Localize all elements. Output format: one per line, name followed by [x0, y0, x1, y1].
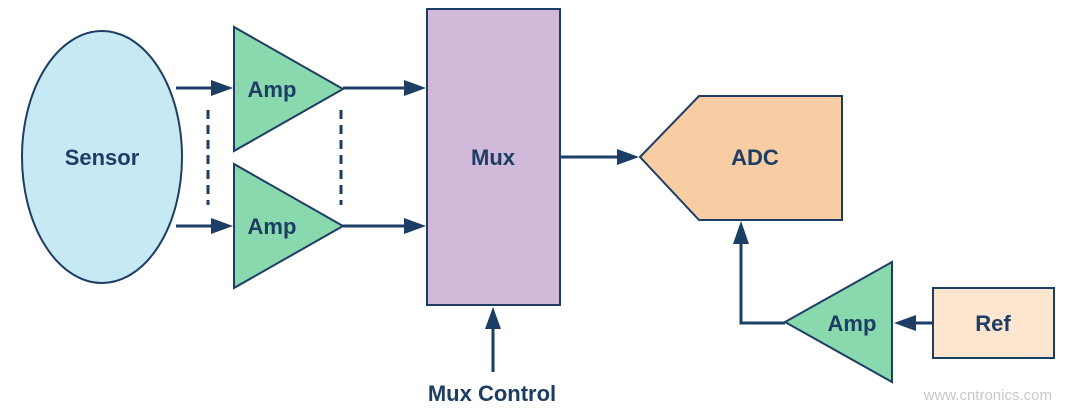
- mux-control-arrowhead: [485, 307, 501, 329]
- amp-bottom-shape: [233, 162, 346, 290]
- amp-bottom-to-mux-arrowhead: [404, 218, 426, 234]
- mux-control-label: Mux Control: [428, 381, 556, 406]
- amp-top-block: Amp: [233, 25, 346, 153]
- mux-label: Mux: [471, 145, 516, 170]
- mux-to-adc-arrowhead: [617, 149, 639, 165]
- adc-block: ADC: [638, 95, 843, 221]
- ref-label: Ref: [975, 311, 1011, 336]
- amp-ref-label: Amp: [828, 311, 877, 336]
- amp-ref-to-adc-arrowhead: [733, 221, 749, 244]
- mux-shape: [426, 8, 561, 306]
- sensor-to-amp-bottom-arrowhead: [211, 218, 233, 234]
- sensor-shape: [21, 30, 183, 284]
- sensor-block: Sensor: [21, 30, 183, 284]
- amp-top-label: Amp: [248, 77, 297, 102]
- amp-ref-to-adc-wire: [739, 243, 785, 325]
- amp-top-to-mux-arrowhead: [404, 80, 426, 96]
- adc-shape: [638, 95, 843, 221]
- sensor-label: Sensor: [65, 145, 140, 170]
- ref-to-amp-arrowhead: [894, 315, 916, 331]
- amp-bottom-block: Amp: [233, 162, 346, 290]
- ref-block: Ref: [932, 287, 1055, 359]
- adc-label: ADC: [731, 145, 779, 170]
- watermark-text: www.cntronics.com: [923, 387, 1052, 404]
- amp-ref-shape: [782, 260, 893, 384]
- sensor-to-amp-top-arrowhead: [211, 80, 233, 96]
- mux-block: Mux: [426, 8, 561, 306]
- amp-top-shape: [233, 25, 346, 153]
- amp-bottom-label: Amp: [248, 214, 297, 239]
- ref-shape: [932, 287, 1055, 359]
- amp-ref-block: Amp: [782, 260, 893, 384]
